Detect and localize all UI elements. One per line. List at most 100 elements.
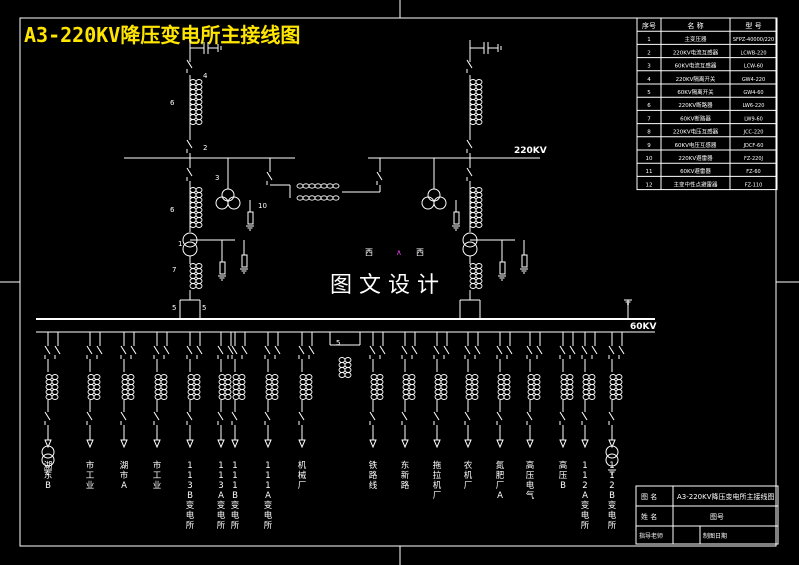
coil-turn [497,384,505,390]
feeder-label-char: 所 [217,520,226,531]
coil-turn [475,192,483,198]
feeder-line-switch [464,411,471,425]
coil-turn [408,394,416,400]
coil-turn [469,263,477,269]
coil-turn [469,222,477,228]
feeder-label-char: A [218,491,224,501]
feeder-label-char: 高 [559,460,568,471]
feeder-label-char: 市 [153,460,162,471]
coil-turn [609,389,617,395]
coil-turn [615,374,623,380]
coil-turn [527,394,535,400]
coil-turn [195,283,203,289]
switch-blade [186,345,193,355]
feeder-label-char: 所 [264,520,273,531]
feeder-breaker [298,345,305,359]
feeder-label-char: 械 [298,470,307,481]
drawing-title: A3-220KV降压变电所主接线图 [24,23,300,47]
coil-turn [533,374,541,380]
feeder-line-switch [186,411,193,425]
switch-blade [536,345,543,355]
coil-turn [475,217,483,223]
coil-turn [299,374,307,380]
coil-turn [475,268,483,274]
feeder-label-char: 路 [401,480,410,491]
coil-turn [218,384,226,390]
mark-west-1: 西 [365,248,373,257]
coil-turn [238,379,246,385]
coil-turn [195,109,203,115]
feeder-label-char: 电 [217,510,226,521]
feeder-line-switch [231,411,238,425]
switch-blade [474,345,481,355]
switch-blade [44,411,51,421]
feeder-label-char: 市 [86,460,95,471]
coil-turn [370,384,378,390]
feeder-disconnector [536,345,543,359]
feeder-line-switch [264,411,271,425]
lv-arrester [521,254,528,268]
feeder-ct [609,374,623,400]
parts-table-cell: 7 [647,116,651,122]
switch-blade [591,345,598,355]
feeder-label-char: 电 [581,510,590,521]
coil-turn [434,384,442,390]
feeder-label-char: B [609,491,615,501]
ct-number-7: 7 [172,266,176,274]
switch-blade [186,59,193,69]
feeder-breaker [559,345,566,359]
coil-turn [189,99,197,105]
feeder-line-switch [496,411,503,425]
coil-turn [224,389,232,395]
feeder-arrow [298,439,306,449]
feeder-label-char: 电 [231,510,240,521]
coil-turn [370,374,378,380]
feeder-label-char: 所 [186,520,195,531]
disconnector-bus [186,139,193,153]
switch-blade [86,345,93,355]
parts-table-cell: 4 [647,77,651,83]
feeder-breaker [231,345,238,359]
coil-turn [195,278,203,284]
parts-table-cell: 60KV避雷器 [680,167,711,175]
coil-turn [93,389,101,395]
feeder-ct [187,374,201,400]
feeder-label-char: B [560,481,566,491]
coil-turn [566,384,574,390]
coil-turn [224,394,232,400]
coil-turn [195,119,203,125]
coil-turn [189,79,197,85]
feeder-disconnector [96,345,103,359]
coil-turn [195,192,203,198]
coil-turn [189,268,197,274]
switch-blade [186,167,193,177]
feeder-label-char: 电 [608,510,617,521]
coil-turn [195,104,203,110]
feeder-disconnector [54,345,61,359]
feeder-label-char: 变 [608,500,617,511]
coil-turn [305,379,313,385]
coil-turn [527,374,535,380]
parts-table-cell: FZ-220J [744,156,763,162]
title-block-tutor-label: 指导老师 [639,532,663,540]
parts-table-cell: 12 [646,182,653,188]
switch-blade [433,411,440,421]
parts-table-cell: LW9-60 [744,116,763,122]
feeder-label-char: 农 [464,460,473,471]
coil-turn [582,389,590,395]
coil-turn [189,109,197,115]
coil-turn [299,379,307,385]
coil-turn [475,89,483,95]
ss-winding [41,445,55,459]
main-transformer [462,232,478,257]
tie-ct-coil [314,195,322,201]
tie-ct-coil [320,183,328,189]
switch-blade [274,345,281,355]
feeder-breaker [496,345,503,359]
title-block-name-value: A3-220KV降压变电所主接线图 [677,492,775,501]
feeder-label-char: 业 [153,480,162,491]
feeder-label-char: 新 [401,470,410,481]
